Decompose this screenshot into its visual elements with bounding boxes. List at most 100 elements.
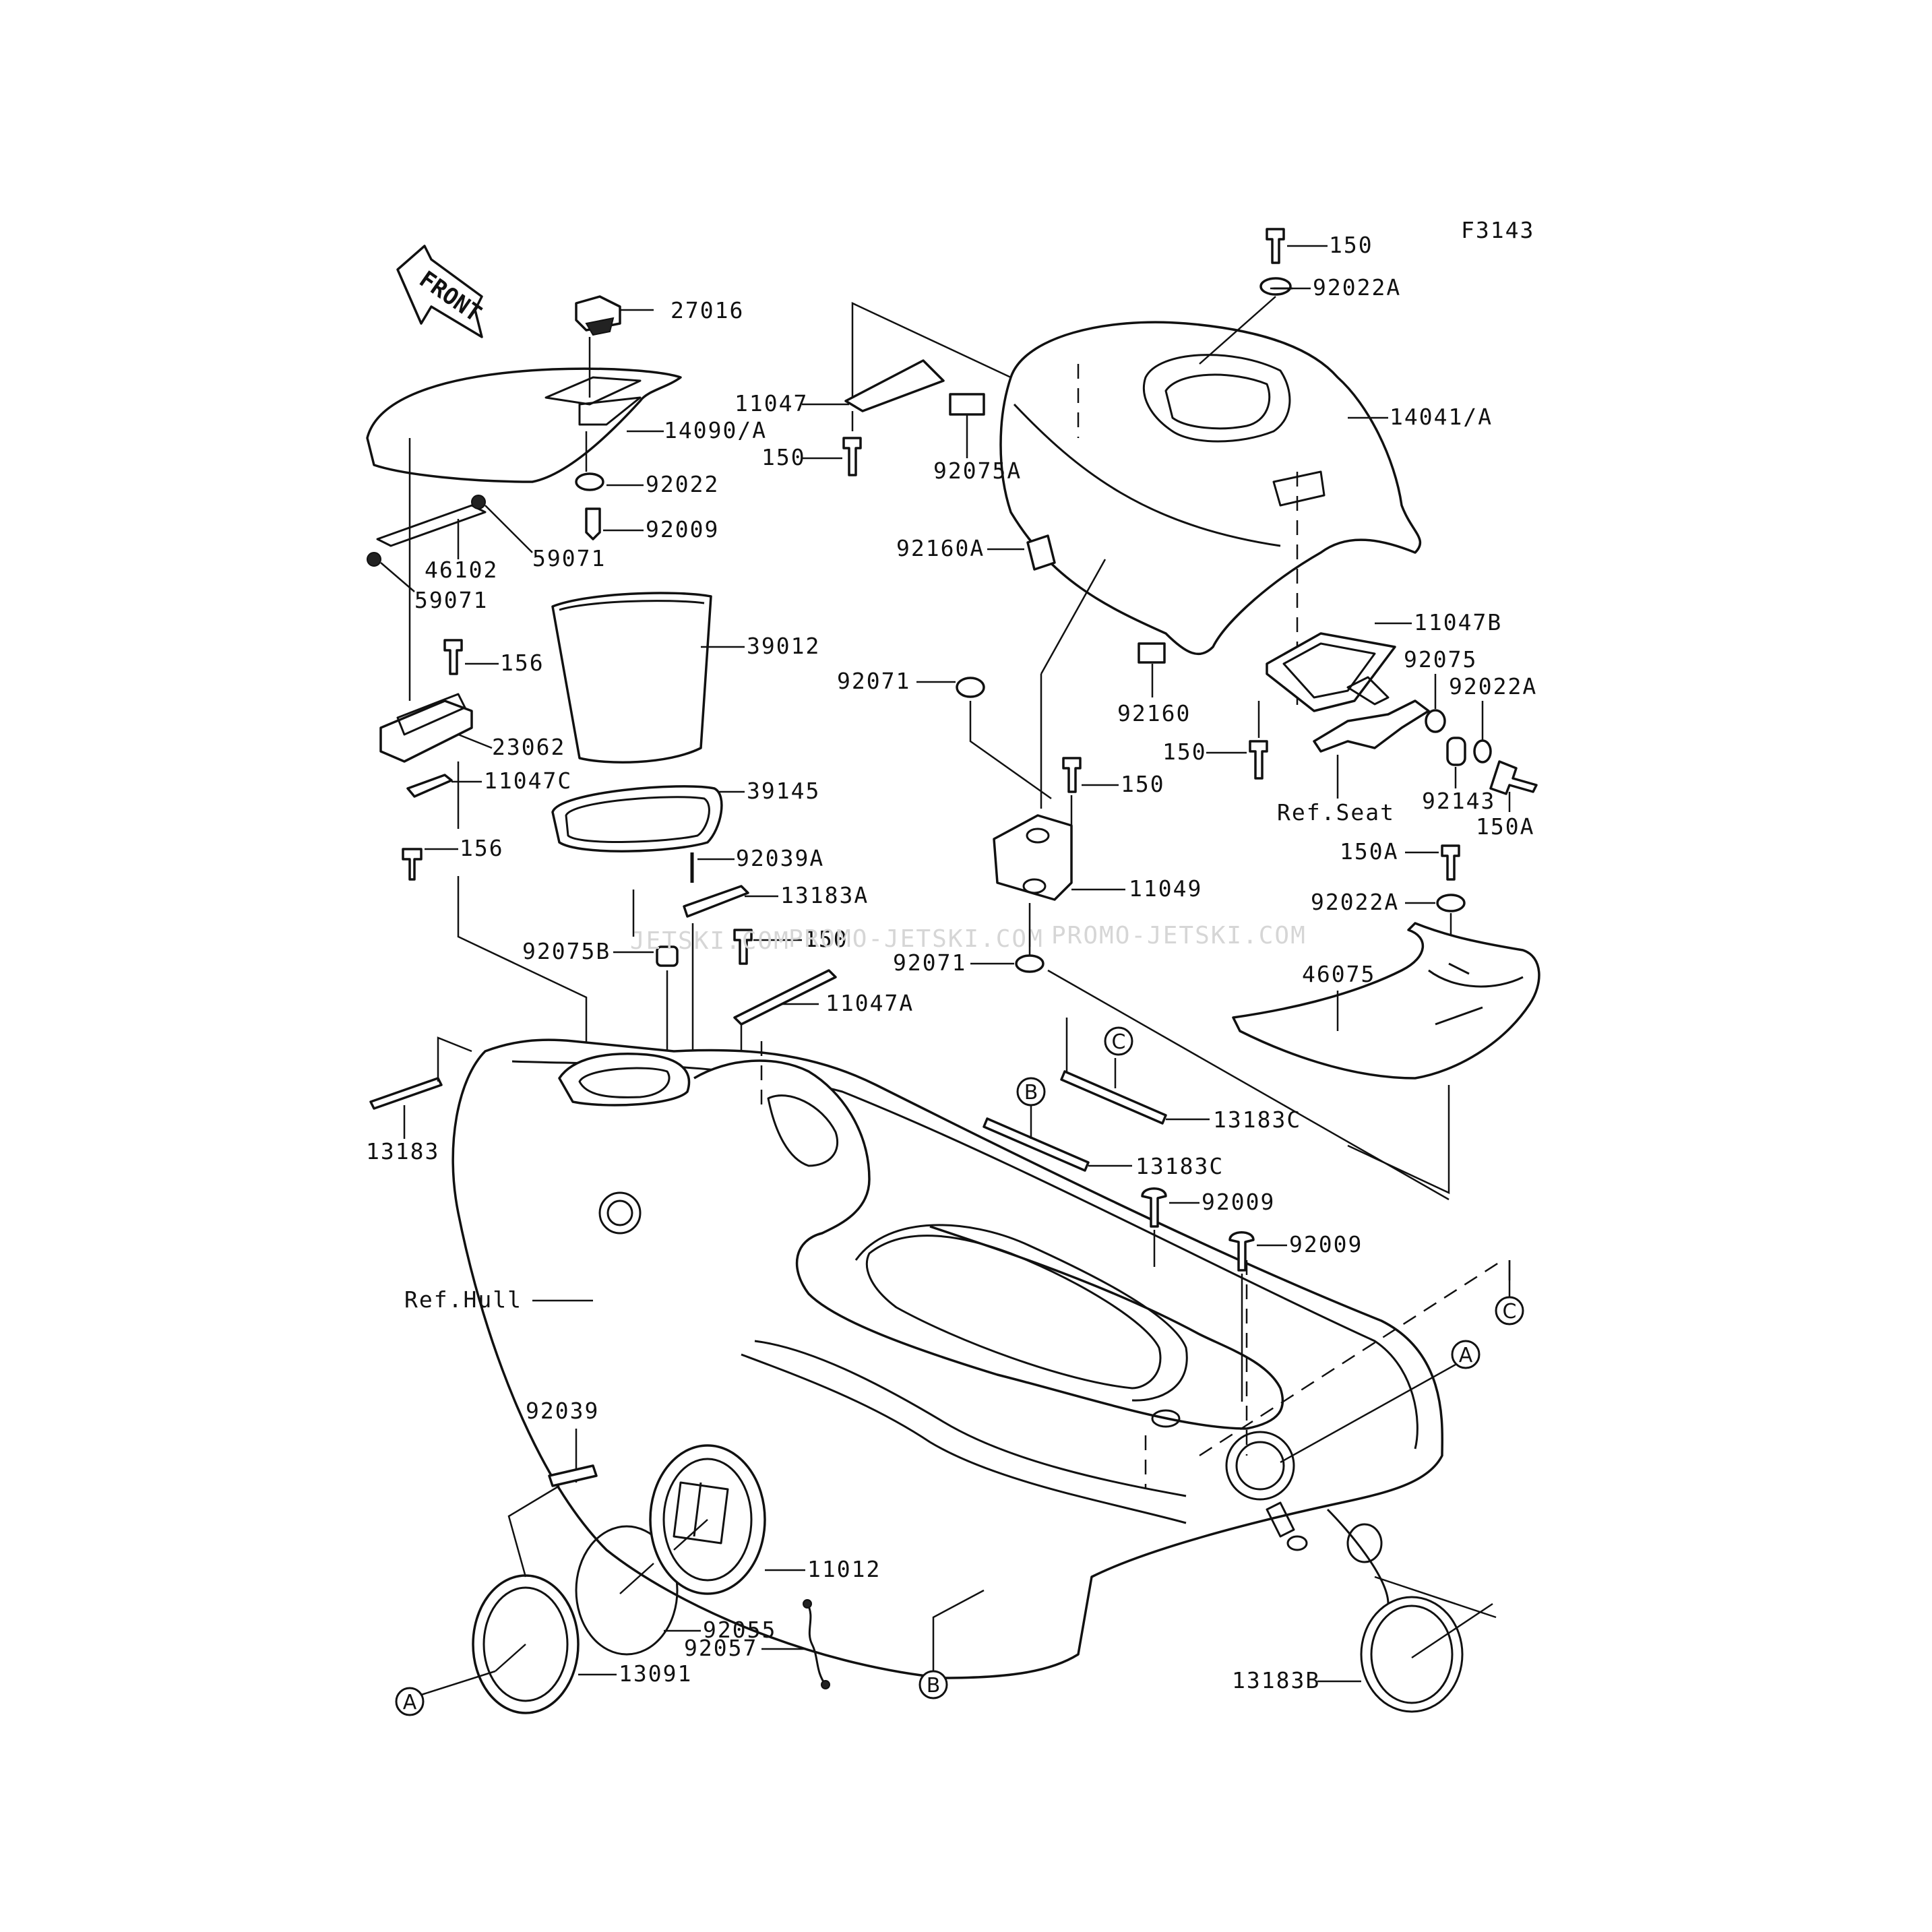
bolt-150-d-part <box>733 929 753 965</box>
label-11047a: 11047A <box>825 990 914 1016</box>
label-92022a-top-visible: 92022A <box>1313 274 1401 301</box>
label-92075: 92075 <box>1404 646 1477 673</box>
label-150-c: 150 <box>1162 739 1207 765</box>
label-46102: 46102 <box>425 557 498 583</box>
label-11047c: 11047C <box>484 768 572 794</box>
watermark-2: PROMO-JETSKI.COM <box>788 925 1044 953</box>
label-156-a: 156 <box>500 650 544 676</box>
label-13183c-b: 13183C <box>1135 1153 1224 1179</box>
bolt-92009-part <box>585 507 601 540</box>
callout-b1: B <box>1016 1077 1046 1107</box>
label-13183b: 13183B <box>1232 1667 1320 1693</box>
latch-cap-part <box>575 295 621 336</box>
label-92022: 92022 <box>646 471 719 497</box>
label-11047: 11047 <box>735 390 808 416</box>
svg-text:B: B <box>1024 1081 1038 1104</box>
grommet-92071-b-part <box>1015 954 1045 973</box>
label-92160a: 92160A <box>896 535 985 561</box>
label-39012: 39012 <box>747 633 820 659</box>
label-59071-b: 59071 <box>414 587 488 613</box>
spring-46102-part <box>376 504 487 547</box>
hinge-23062-part <box>379 693 473 763</box>
svg-text:A: A <box>403 1691 417 1714</box>
watermark-3: PROMO-JETSKI.COM <box>1051 922 1307 949</box>
label-92075a: 92075A <box>933 458 1022 484</box>
plate-13183c-b-part <box>983 1117 1090 1172</box>
hull-part <box>451 1038 1444 1679</box>
label-23062: 23062 <box>492 734 565 760</box>
label-92071-b: 92071 <box>893 949 966 976</box>
label-13091: 13091 <box>619 1660 692 1687</box>
pad-92075a-part <box>949 393 985 416</box>
svg-text:B: B <box>927 1674 941 1697</box>
bolt-150-top-part <box>1266 228 1285 264</box>
label-92009-c: 92009 <box>1289 1231 1363 1257</box>
label-92022a-b: 92022A <box>1449 673 1537 699</box>
label-150-b: 150 <box>1121 771 1165 797</box>
label-46075: 46075 <box>1302 961 1375 987</box>
seat-bracket-part <box>1313 699 1430 753</box>
label-150a-a: 150A <box>1340 838 1398 865</box>
callout-c1: C <box>1104 1026 1133 1056</box>
clip-59071-b-part <box>367 552 381 567</box>
bolt-150-b-part <box>1062 757 1082 793</box>
label-11012: 11012 <box>807 1556 881 1582</box>
bracket-11049-part <box>993 814 1073 901</box>
rear-seat-cover-14041a-part <box>999 321 1422 655</box>
label-92160: 92160 <box>1117 700 1191 726</box>
svg-text:A: A <box>1459 1344 1473 1367</box>
ref-seat-label: Ref.Seat <box>1277 799 1395 825</box>
label-11047b: 11047B <box>1414 609 1502 635</box>
label-14090a: 14090/A <box>664 417 767 443</box>
svg-text:C: C <box>1503 1300 1517 1323</box>
label-150a-b: 150A <box>1476 813 1534 840</box>
figure-code: F3143 <box>1461 217 1534 243</box>
label-92009-b: 92009 <box>1202 1189 1275 1215</box>
label-150-top: 150 <box>1329 232 1373 258</box>
screw-92009-c-part <box>1228 1231 1255 1272</box>
grommet-92071-a-part <box>956 677 985 698</box>
pad-92075-part <box>1425 709 1446 733</box>
label-13183a: 13183A <box>780 882 869 908</box>
label-150-d: 150 <box>804 926 848 952</box>
storage-bucket-39012-part <box>551 592 712 764</box>
bolt-156-b-part <box>402 848 423 881</box>
label-39145: 39145 <box>747 778 820 804</box>
pad-92075b-part <box>656 945 679 967</box>
label-92039a: 92039A <box>736 845 824 871</box>
ring-plate-13183b-part <box>1360 1596 1464 1713</box>
label-92022a-c: 92022A <box>1311 889 1399 915</box>
label-92039: 92039 <box>526 1398 599 1424</box>
callout-a1: A <box>395 1687 425 1716</box>
label-92071-a: 92071 <box>837 668 910 694</box>
label-27016: 27016 <box>671 297 744 323</box>
watermark-1: JETSKI.COM <box>630 927 790 955</box>
label-156-b: 156 <box>460 835 504 861</box>
washer-92022a-b-part <box>1473 739 1492 764</box>
bolt-150a-a-part <box>1441 844 1460 881</box>
plate-13183-part <box>369 1077 443 1110</box>
label-13183c-a: 13183C <box>1213 1107 1301 1133</box>
label-92055: 92055 <box>703 1617 776 1643</box>
callout-a2: A <box>1451 1340 1481 1369</box>
label-92143: 92143 <box>1422 788 1495 814</box>
plate-13183a-part <box>683 885 749 918</box>
svg-text:C: C <box>1112 1030 1126 1054</box>
label-11049: 11049 <box>1129 875 1202 902</box>
washer-92022a-c-part <box>1436 894 1466 912</box>
seat-cover-part <box>366 367 682 483</box>
plate-11047-part <box>844 359 945 412</box>
screw-92009-b-part <box>1141 1187 1167 1228</box>
label-14041a: 14041/A <box>1390 404 1493 430</box>
bolt-150-c-part <box>1249 740 1268 780</box>
pad-92160a-part <box>1026 534 1056 571</box>
bolt-150a-b-part <box>1489 760 1538 795</box>
pad-92160-part <box>1138 642 1166 664</box>
collar-92143-part <box>1446 737 1466 766</box>
label-92057: 92057 <box>684 1635 757 1661</box>
front-arrow-icon: FRONT <box>396 245 487 338</box>
label-59071-a: 59071 <box>532 545 606 571</box>
ref-hull-label: Ref.Hull <box>404 1286 522 1313</box>
tether-92057-part <box>806 1603 827 1685</box>
